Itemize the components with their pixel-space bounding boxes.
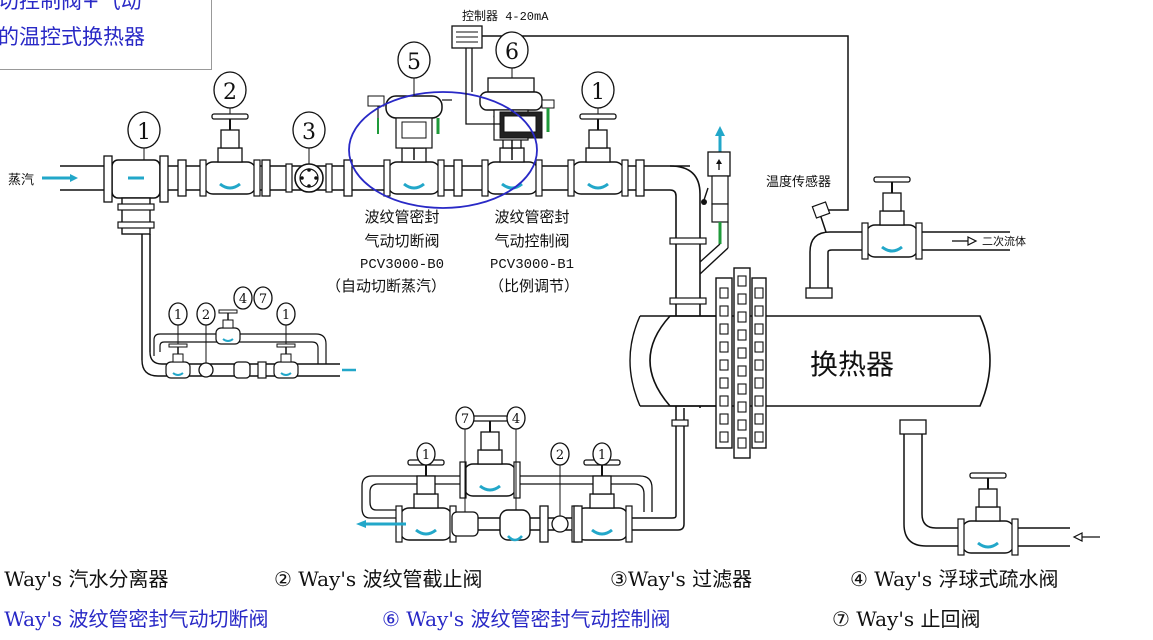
callout-leaders: [143, 68, 603, 516]
callout-2: 2: [223, 80, 237, 105]
svg-text:波纹管密封: 波纹管密封: [364, 208, 439, 226]
secondary-outlet-line: [809, 175, 1010, 261]
valve-b0-description: 波纹管密封 气动切断阀 PCV3000-B0 （自动切断蒸汽）: [326, 208, 446, 295]
callout-bypass-7: 7: [259, 292, 267, 307]
svg-text:（自动切断蒸汽）: （自动切断蒸汽）: [326, 277, 446, 295]
svg-text:（比例调节）: （比例调节）: [489, 277, 579, 295]
legend-item-5: ⑤ Way's 波纹管密封气动切断阀: [0, 607, 268, 631]
steam-label: 蒸汽: [8, 173, 34, 188]
controller-label: 控制器 4-20mA: [462, 9, 549, 24]
valve-b1-description: 波纹管密封 气动控制阀 PCV3000-B1 （比例调节）: [489, 208, 579, 295]
callout-3: 3: [302, 120, 316, 145]
callout-drain-2: 2: [556, 448, 564, 463]
condensate-drain-line: [356, 408, 689, 544]
legend-item-2: ② Way's 波纹管截止阀: [274, 567, 482, 591]
callout-drain-1b: 1: [598, 448, 606, 463]
legend-item-4: ④ Way's 浮球式疏水阀: [850, 567, 1058, 591]
callout-drain-4: 4: [512, 412, 520, 427]
secondary-fluid-label: 二次流体: [982, 234, 1026, 248]
legend-item-7: ⑦ Way's 止回阀: [832, 607, 980, 631]
callout-bypass-1: 1: [174, 308, 182, 323]
svg-text:气动切断阀: 气动切断阀: [364, 232, 439, 250]
callout-circles: [127, 31, 615, 466]
heat-exchanger: [629, 252, 991, 524]
svg-text:PCV3000-B1: PCV3000-B1: [490, 257, 574, 273]
callout-bypass-1b: 1: [282, 308, 290, 323]
svg-text:气动控制阀: 气动控制阀: [494, 232, 569, 250]
callout-bypass-4: 4: [239, 292, 247, 307]
pneumatic-control-valve: [479, 77, 555, 198]
steam-inlet-arrow: [42, 174, 78, 182]
legend-item-3: ③Way's 过滤器: [610, 567, 752, 591]
title-line-1: 切控制阀+气动: [0, 0, 142, 13]
legend-item-1: ① Way's 汽水分离器: [0, 567, 168, 591]
separator-drain-line: [141, 309, 356, 379]
callout-1b: 1: [591, 80, 605, 105]
bellows-globe-valve-2: [198, 112, 262, 198]
callout-5: 5: [407, 50, 421, 75]
strainer: [285, 163, 333, 193]
controller: [451, 25, 849, 211]
bellows-globe-valve-1: [566, 112, 630, 198]
callout-bypass-2: 2: [202, 308, 210, 323]
steam-separator: [103, 155, 169, 360]
svg-text:波纹管密封: 波纹管密封: [494, 208, 569, 226]
callout-6: 6: [505, 40, 519, 65]
legend: ① Way's 汽水分离器 ② Way's 波纹管截止阀 ③Way's 过滤器 …: [0, 567, 1058, 631]
callout-drain-7: 7: [461, 412, 469, 427]
callout-drain-1: 1: [422, 448, 430, 463]
air-vent: [699, 126, 731, 275]
pneumatic-shutoff-valve: [367, 95, 452, 198]
svg-text:PCV3000-B0: PCV3000-B0: [360, 257, 444, 273]
title-line-2: 的温控式换热器: [0, 25, 145, 49]
callout-numbers: 1 2 3 5 6 1 1 2 4 7 1 7 4 1 2 1: [137, 40, 606, 463]
secondary-inlet-line: [903, 471, 1100, 557]
heat-exchanger-label: 换热器: [810, 348, 894, 381]
highlight-ellipse: [348, 91, 538, 209]
callout-1: 1: [137, 120, 151, 145]
legend-item-6: ⑥ Way's 波纹管密封气动控制阀: [382, 607, 670, 631]
title-box: 切控制阀+气动 的温控式换热器: [0, 0, 212, 70]
temp-sensor-label: 温度传感器: [766, 174, 831, 190]
